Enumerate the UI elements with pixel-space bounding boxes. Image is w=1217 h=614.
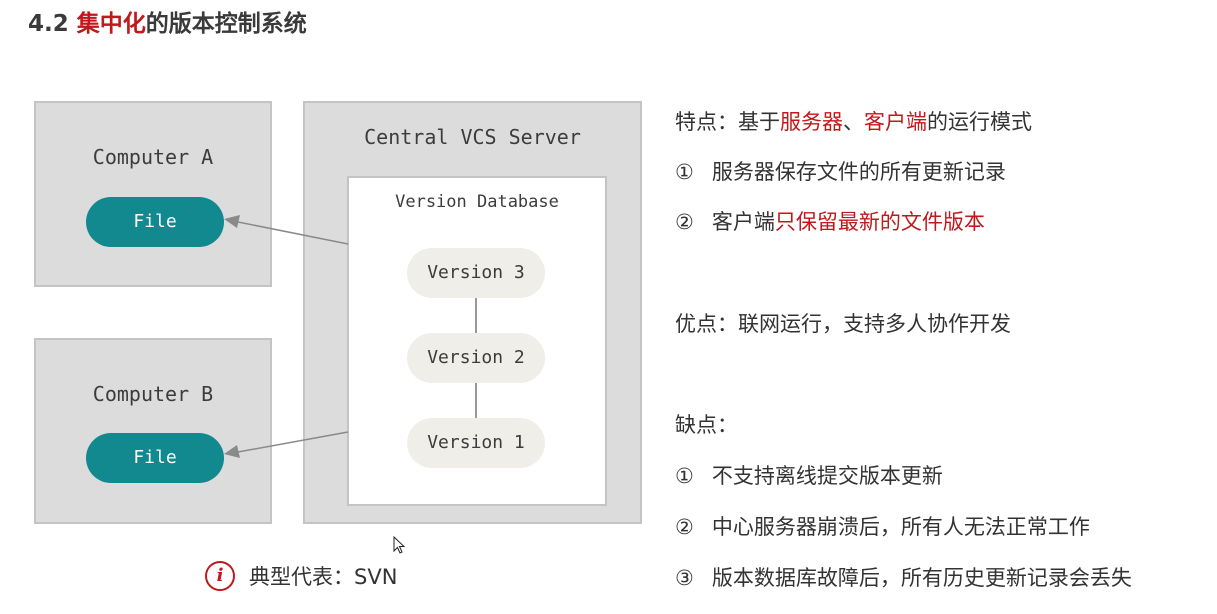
pros-text: 优点：联网运行，支持多人协作开发 xyxy=(675,312,1011,336)
mouse-cursor-icon xyxy=(393,536,406,554)
computer-a-file: File xyxy=(86,197,224,247)
arrow-to-computer-a xyxy=(237,221,349,245)
features-item-2-highlight: 只保留最新的文件版本 xyxy=(774,210,985,234)
computer-a-label: Computer A xyxy=(92,145,214,169)
cons-item-2-text: 中心服务器崩溃后，所有人无法正常工作 xyxy=(711,515,1090,539)
features-heading-client: 客户端 xyxy=(864,110,927,134)
features-heading: 特点：基于服务器、客户端的运行模式 xyxy=(675,106,1032,136)
arrow-head-computer-a xyxy=(224,215,240,228)
title-number: 4.2 xyxy=(28,11,69,37)
features-heading-suffix: 的运行模式 xyxy=(927,110,1032,134)
version-3-pill: Version 3 xyxy=(407,248,545,298)
computer-b-label: Computer B xyxy=(92,382,214,406)
arrow-head-computer-b xyxy=(224,445,240,458)
central-server-label: Central VCS Server xyxy=(364,125,581,149)
title-rest: 的版本控制系统 xyxy=(145,11,307,37)
page-title: 4.2 集中化的版本控制系统 xyxy=(28,4,307,38)
arrow-to-computer-b xyxy=(237,431,349,453)
version-link-line xyxy=(475,383,477,421)
features-item-1-num: ① xyxy=(675,160,694,184)
features-item-2-plain: 客户端 xyxy=(711,210,775,234)
version-database-label: Version Database xyxy=(395,192,559,212)
version-2-pill: Version 2 xyxy=(407,333,545,383)
version-database: Version Database Version 3 Version 2 Ver… xyxy=(347,176,607,506)
features-item-2-num: ② xyxy=(675,210,694,234)
title-highlight: 集中化 xyxy=(76,11,146,37)
cons-item-1-num: ① xyxy=(675,464,694,488)
version-link-line xyxy=(475,298,477,336)
computer-b-box: Computer B File xyxy=(34,338,272,524)
info-icon: i xyxy=(205,561,235,591)
computer-b-file: File xyxy=(86,433,224,483)
cons-item-2: ② 中心服务器崩溃后，所有人无法正常工作 xyxy=(675,511,1090,541)
cons-item-1-text: 不支持离线提交版本更新 xyxy=(711,464,943,488)
features-item-1-text: 服务器保存文件的所有更新记录 xyxy=(711,160,1006,184)
typical-example: i 典型代表：SVN xyxy=(205,561,397,591)
computer-a-box: Computer A File xyxy=(34,101,272,287)
features-heading-sep: 、 xyxy=(843,110,864,134)
cons-item-3: ③ 版本数据库故障后，所有历史更新记录会丢失 xyxy=(675,562,1132,592)
features-item-1: ① 服务器保存文件的所有更新记录 xyxy=(675,156,1006,186)
version-1-pill: Version 1 xyxy=(407,418,545,468)
features-item-2: ② 客户端只保留最新的文件版本 xyxy=(675,206,985,236)
cons-heading: 缺点： xyxy=(675,413,738,437)
typical-example-text: 典型代表：SVN xyxy=(249,565,398,589)
cons-item-1: ① 不支持离线提交版本更新 xyxy=(675,460,943,490)
cons-item-3-text: 版本数据库故障后，所有历史更新记录会丢失 xyxy=(711,566,1132,590)
cons-item-3-num: ③ xyxy=(675,566,694,590)
features-heading-server: 服务器 xyxy=(780,110,843,134)
features-heading-prefix: 特点：基于 xyxy=(675,110,780,134)
cons-item-2-num: ② xyxy=(675,515,694,539)
